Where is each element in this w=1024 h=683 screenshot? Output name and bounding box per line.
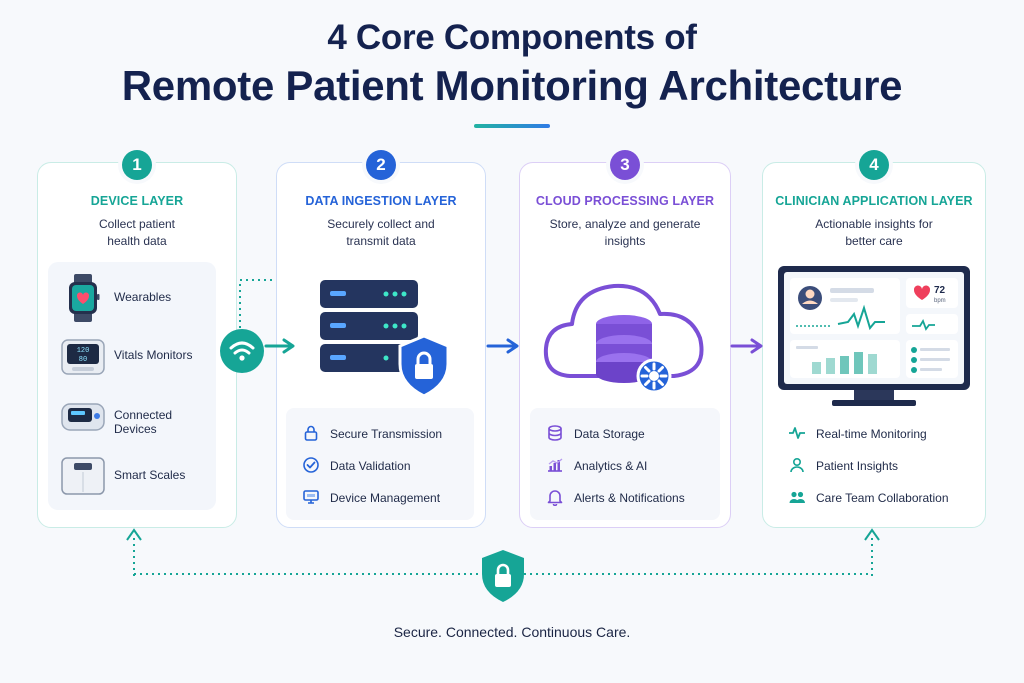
feature-data-validation: Data Validation bbox=[286, 456, 474, 476]
step-badge-2: 2 bbox=[366, 150, 396, 180]
wifi-icon bbox=[220, 329, 264, 373]
footer-tagline: Secure. Connected. Continuous Care. bbox=[393, 624, 631, 640]
cloud-processing-layer-description: Store, analyze and generate insights bbox=[519, 216, 731, 250]
device-layer-description: Collect patient health data bbox=[37, 216, 237, 250]
feature-label: Secure Transmission bbox=[330, 427, 443, 441]
database-icon bbox=[548, 425, 562, 441]
check-circle-icon bbox=[303, 457, 319, 473]
security-loop-connector bbox=[126, 528, 880, 576]
device-label: Connected Devices bbox=[114, 408, 173, 436]
feature-label: Device Management bbox=[330, 491, 441, 505]
step-badge-3: 3 bbox=[610, 150, 640, 180]
lock-icon bbox=[304, 425, 318, 441]
page-title-line2: Remote Patient Monitoring Architecture bbox=[121, 62, 903, 109]
cloud-database-icon bbox=[543, 283, 704, 394]
cloud-processing-layer-title: CLOUD PROCESSING LAYER bbox=[535, 194, 715, 208]
feature-label: Patient Insights bbox=[816, 459, 899, 473]
arrow-right-icon bbox=[730, 338, 763, 354]
feature-label: Care Team Collaboration bbox=[816, 491, 949, 505]
device-label: Smart Scales bbox=[114, 468, 186, 482]
vitals-screen-bottom: 80 bbox=[79, 356, 87, 364]
step-badge-4: 4 bbox=[859, 150, 889, 180]
feature-care-team-collaboration: Care Team Collaboration bbox=[772, 488, 976, 508]
shield-lock-icon bbox=[398, 334, 450, 398]
desc-line: better care bbox=[845, 234, 903, 248]
feature-label: Real-time Monitoring bbox=[816, 427, 927, 441]
vitals-screen-top: 120 bbox=[77, 347, 90, 355]
pulse-icon bbox=[789, 427, 805, 439]
desc-line: Store, analyze and generate bbox=[549, 217, 701, 231]
gear-icon bbox=[636, 358, 672, 394]
team-icon bbox=[789, 491, 805, 503]
desc-line: Securely collect and bbox=[327, 217, 435, 231]
data-ingestion-layer-title: DATA INGESTION LAYER bbox=[305, 194, 457, 208]
arrow-right-icon bbox=[264, 338, 295, 354]
feature-label: Data Storage bbox=[574, 427, 645, 441]
heart-rate-unit: bpm bbox=[934, 298, 946, 304]
server-stack-icon bbox=[320, 280, 450, 398]
feature-secure-transmission: Secure Transmission bbox=[286, 424, 474, 444]
clinician-feature-list: Real-time Monitoring Patient Insights Ca… bbox=[772, 408, 976, 520]
feature-label: Analytics & AI bbox=[574, 459, 648, 473]
bell-icon bbox=[547, 490, 563, 506]
feature-real-time-monitoring: Real-time Monitoring bbox=[772, 424, 976, 444]
title-underline bbox=[474, 124, 550, 128]
desc-line: insights bbox=[604, 234, 646, 248]
feature-alerts-notifications: Alerts & Notifications bbox=[530, 488, 720, 508]
device-item-vitals-monitors: 120 80 Vitals Monitors bbox=[48, 326, 216, 386]
heart-rate-value: 72 bbox=[934, 285, 946, 296]
feature-device-management: Device Management bbox=[286, 488, 474, 508]
device-item-smart-scales: Smart Scales bbox=[48, 446, 216, 506]
feature-patient-insights: Patient Insights bbox=[772, 456, 976, 476]
device-item-connected-devices: Connected Devices bbox=[48, 386, 216, 446]
device-label: Wearables bbox=[114, 290, 172, 304]
desc-line: Actionable insights for bbox=[815, 217, 933, 231]
page-title-line1: 4 Core Components of bbox=[327, 18, 697, 57]
data-ingestion-layer-description: Securely collect and transmit data bbox=[276, 216, 486, 250]
smartwatch-icon bbox=[69, 274, 100, 322]
feature-analytics-ai: Analytics & AI bbox=[530, 456, 720, 476]
devices-icon bbox=[303, 490, 319, 504]
desc-line: Collect patient bbox=[98, 217, 176, 231]
ingestion-feature-list: Secure Transmission Data Validation Devi… bbox=[286, 408, 474, 520]
analytics-chart-icon bbox=[548, 458, 563, 472]
user-icon bbox=[790, 457, 804, 473]
clinician-application-layer-description: Actionable insights for better care bbox=[762, 216, 986, 250]
desc-line: transmit data bbox=[346, 234, 416, 248]
device-layer-title: DEVICE LAYER bbox=[90, 194, 184, 208]
device-to-ingestion-connector bbox=[239, 279, 276, 334]
clinician-application-layer-title: CLINICIAN APPLICATION LAYER bbox=[775, 194, 973, 208]
feature-label: Alerts & Notifications bbox=[574, 491, 685, 505]
smart-scale-icon bbox=[61, 457, 105, 495]
arrow-right-icon bbox=[486, 338, 519, 354]
device-label: Vitals Monitors bbox=[114, 348, 193, 362]
device-item-wearables: Wearables bbox=[48, 268, 216, 328]
feature-data-storage: Data Storage bbox=[530, 424, 720, 444]
step-badge-1: 1 bbox=[122, 150, 152, 180]
device-list-panel: Wearables 120 80 Vitals Monitors Connect… bbox=[48, 262, 216, 510]
clinician-dashboard-monitor: 72 bpm bbox=[778, 266, 970, 406]
shield-lock-icon bbox=[482, 550, 524, 602]
desc-line: health data bbox=[107, 234, 167, 248]
feature-label: Data Validation bbox=[330, 459, 411, 473]
processing-feature-list: Data Storage Analytics & AI Alerts & Not… bbox=[530, 408, 720, 520]
blood-pressure-cuff-icon bbox=[61, 403, 105, 431]
vitals-monitor-icon: 120 80 bbox=[61, 339, 105, 375]
